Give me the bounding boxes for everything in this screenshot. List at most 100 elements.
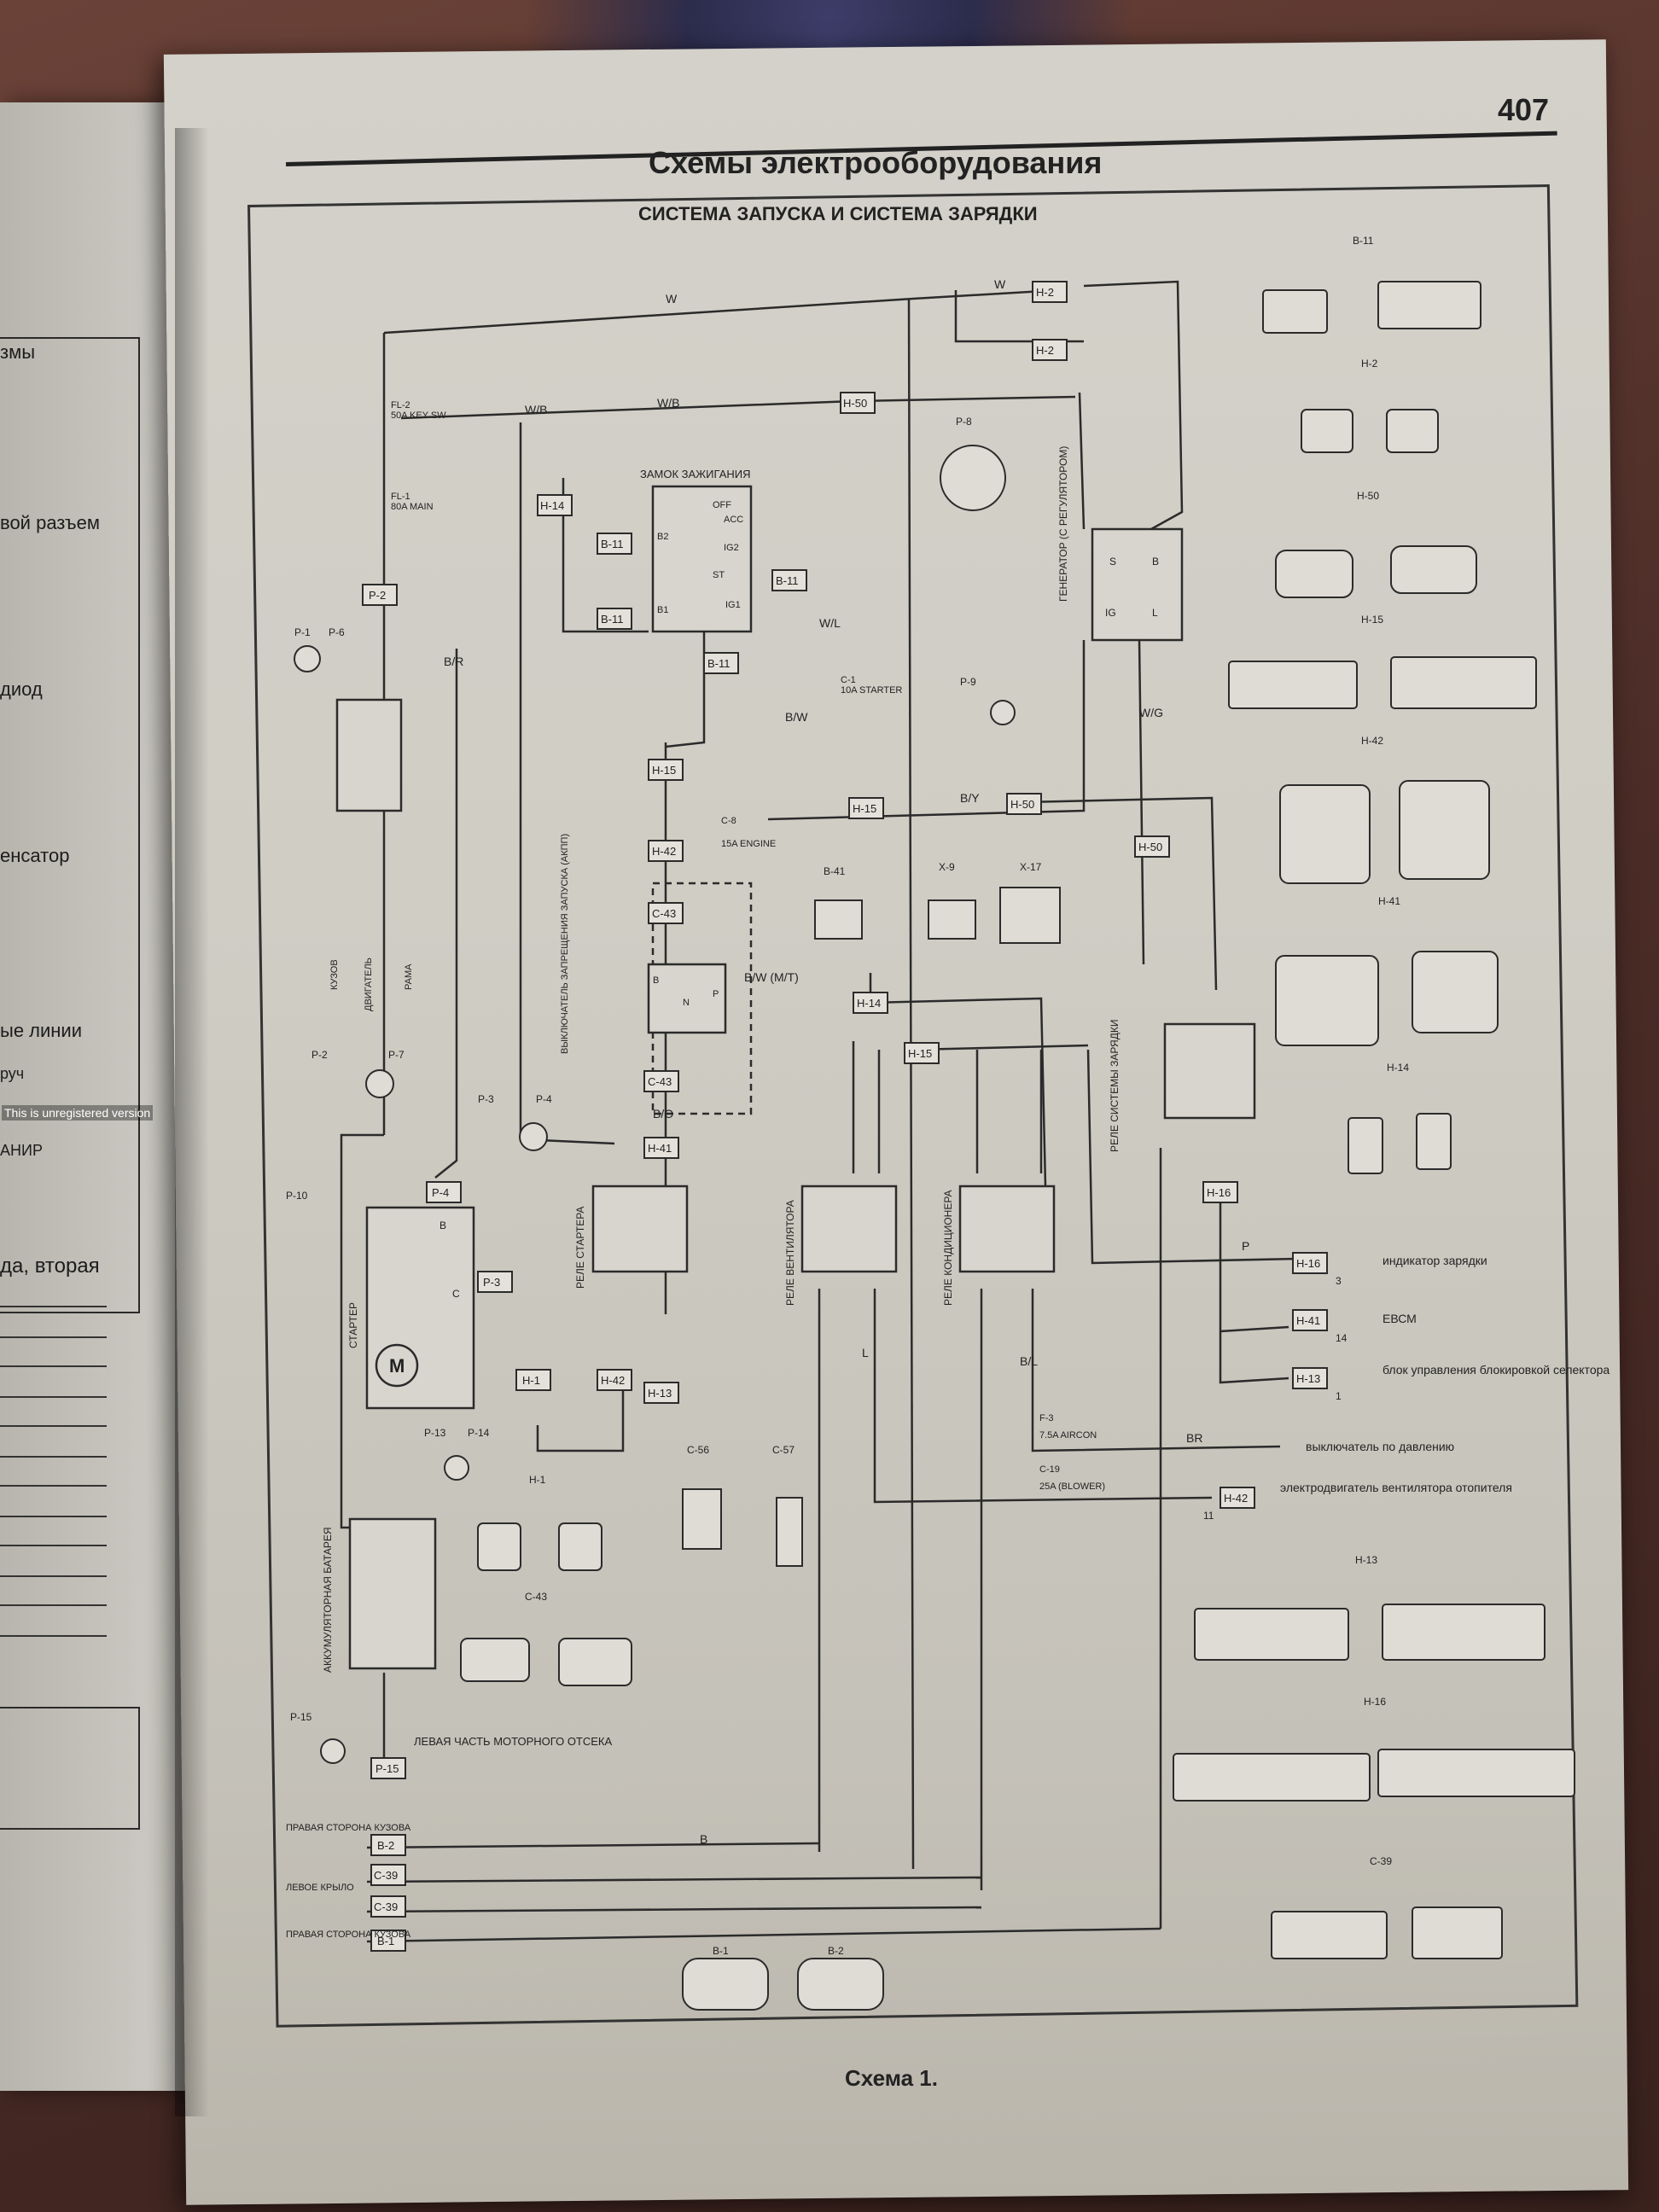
connector-thumb-b11-male	[1377, 281, 1481, 329]
svg-text:C-43: C-43	[648, 1075, 672, 1088]
connector-thumb-p4-ring	[519, 1122, 548, 1151]
ground-bus-3	[366, 1906, 982, 1913]
svg-text:B-11: B-11	[601, 538, 624, 550]
output-labels: индикатор зарядки 3 ЕВСМ 14 блок управле…	[1203, 1254, 1610, 1522]
fan-relay-label: РЕЛЕ ВЕНТИЛЯТОРА	[784, 1200, 796, 1306]
tag-b11-a	[597, 533, 632, 555]
legend-label: C-43	[525, 1591, 547, 1603]
tag-h13-b	[1292, 1367, 1328, 1389]
wire-ebcm	[1219, 1195, 1289, 1384]
wire-w-top	[383, 288, 1059, 335]
ignition-term-b2: B2	[657, 532, 668, 542]
fuse-fl2-id: FL-2	[391, 400, 410, 410]
tag-p3	[477, 1271, 513, 1293]
ground-body-label: КУЗОВ	[329, 959, 340, 990]
wire-label-b: B	[700, 1832, 707, 1846]
wire-label-bl: B/L	[1020, 1354, 1038, 1368]
ground-left-engine-label: ЛЕВАЯ ЧАСТЬ МОТОРНОГО ОТСЕКА	[414, 1735, 613, 1748]
svg-text:P-3: P-3	[483, 1276, 500, 1289]
connector-thumb-h14-male	[1416, 1113, 1452, 1170]
tag-b2	[370, 1834, 406, 1856]
ground-bus-4	[366, 1927, 1161, 1943]
charge-relay	[1163, 1022, 1256, 1120]
svg-text:H-2: H-2	[1036, 286, 1054, 299]
tag-h16	[1202, 1181, 1238, 1203]
wire-label-wb: W/B	[657, 396, 679, 410]
svg-text:C-43: C-43	[652, 907, 676, 920]
left-page-row	[0, 1604, 107, 1637]
tag-h50-b	[1006, 793, 1042, 815]
svg-text:B-11: B-11	[776, 574, 799, 587]
legend-label: B-1	[713, 1945, 729, 1957]
svg-text:B-2: B-2	[377, 1839, 394, 1852]
wire-pressure	[1031, 1289, 1281, 1452]
legend-label: H-42	[1361, 735, 1383, 747]
fuse-fl1-id: FL-1	[391, 492, 410, 502]
svg-text:P-2: P-2	[369, 589, 386, 602]
ignition-pos-ig2: IG2	[724, 543, 739, 553]
starter-motor-label: M	[389, 1355, 405, 1377]
connector-tags: H-2 H-2 H-50 H-14 B-11 B-11 B-11 B-11 H-…	[362, 281, 1328, 1952]
connector-thumb-h41-female	[1275, 955, 1379, 1046]
output-charge-indicator-pin: 3	[1336, 1275, 1342, 1287]
wire-by-charge	[1023, 796, 1218, 991]
connector-legend-labels: B-11 H-2 H-50 H-15 H-42 H-41 H-14 H-13 H…	[286, 235, 1409, 1957]
connector-thumb-h2-female	[1301, 409, 1353, 453]
svg-text:H-41: H-41	[648, 1142, 672, 1155]
legend-label: H-41	[1378, 895, 1400, 907]
connector-thumb-h41-male	[1412, 951, 1499, 1033]
ignition-pos-st: ST	[713, 570, 725, 580]
connector-thumb-h42-male	[1399, 780, 1490, 880]
wire-h15	[912, 1044, 1089, 1051]
svg-text:C-39: C-39	[374, 1869, 398, 1882]
connector-thumb-h15-male	[1390, 656, 1537, 709]
ground-right-body-2-label: ПРАВАЯ СТОРОНА КУЗОВА	[286, 1930, 411, 1940]
connector-thumb-p8	[940, 445, 1006, 511]
tag-h16-b	[1292, 1252, 1328, 1274]
legend-label: C-56	[687, 1444, 709, 1456]
tag-b11-d	[703, 652, 739, 674]
wire-label-w: W	[666, 292, 678, 306]
starter-relay	[591, 1185, 689, 1273]
connector-thumb-x17	[999, 887, 1061, 944]
ground-bus-1	[366, 1842, 820, 1849]
svg-text:H-14: H-14	[857, 997, 881, 1010]
left-page-row	[0, 1485, 107, 1517]
ignition-pos-ig1: IG1	[725, 600, 741, 610]
output-selector-lock: блок управления блокировкой селектора	[1382, 1363, 1610, 1377]
left-page-label: змы	[0, 341, 36, 363]
left-page-label: руч	[0, 1065, 25, 1082]
wire-label-p: P	[1242, 1239, 1249, 1253]
wire-wg	[1138, 639, 1145, 965]
svg-text:H-16: H-16	[1207, 1186, 1231, 1199]
legend-label: B-11	[1353, 235, 1374, 247]
fuse-c8-id: C-8	[721, 816, 736, 826]
connector-thumb-h13-female	[1194, 1608, 1349, 1661]
connector-thumb-h50-male	[1390, 545, 1477, 594]
svg-text:H-14: H-14	[540, 499, 564, 512]
svg-text:H-13: H-13	[1296, 1372, 1320, 1385]
wire-label-bw-mt: B/W (M/T)	[744, 970, 799, 984]
svg-text:H-50: H-50	[1138, 841, 1162, 853]
legend-label: X-9	[939, 861, 955, 873]
tag-h42-b	[1220, 1487, 1255, 1509]
ground-engine-label: ДВИГАТЕЛЬ	[364, 958, 374, 1011]
fusible-link-block	[335, 698, 403, 812]
svg-text:H-13: H-13	[648, 1387, 672, 1400]
connector-thumb-b2	[797, 1958, 884, 2011]
output-ebcm: ЕВСМ	[1382, 1312, 1417, 1325]
left-page-row	[0, 1306, 107, 1338]
fuse-labels: FL-2 50A KEY SW FL-1 80A MAIN C-1 10A ST…	[391, 400, 1105, 1492]
legend-label: H-14	[1387, 1062, 1409, 1074]
fuse-c8-rating: 15A ENGINE	[721, 839, 776, 849]
svg-text:H-42: H-42	[1224, 1492, 1248, 1505]
wire-w-vertical	[907, 298, 915, 1870]
wire-label-br: B/R	[444, 655, 463, 668]
tag-h41	[643, 1137, 679, 1159]
legend-label: B-41	[824, 865, 846, 877]
wire-label-by: B/Y	[960, 791, 980, 805]
legend-label: P-2	[311, 1049, 328, 1061]
connector-thumb-p2-ring	[365, 1069, 394, 1098]
charge-relay-label: РЕЛЕ СИСТЕМЫ ЗАРЯДКИ	[1109, 1020, 1121, 1152]
fuse-f3-id: F-3	[1039, 1413, 1054, 1423]
